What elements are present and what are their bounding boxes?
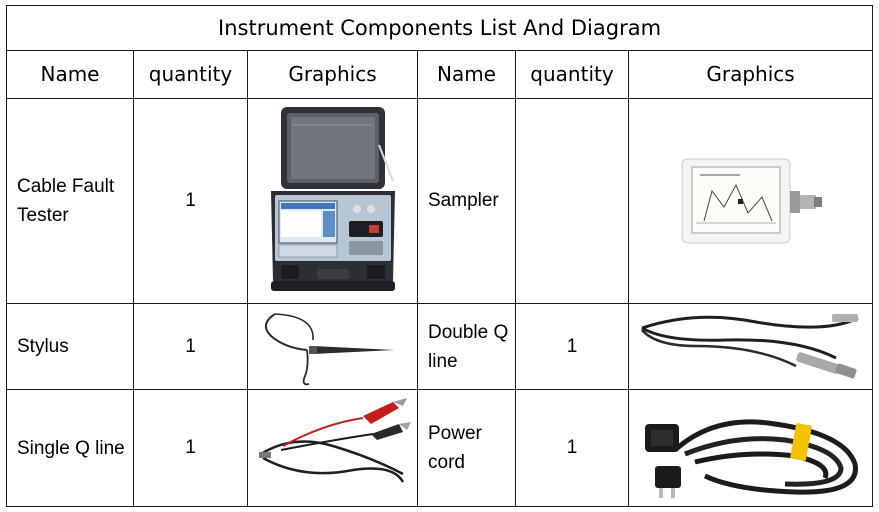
header-row: Name quantity Graphics Name quantity Gra…	[6, 50, 874, 99]
single-q-line-image	[247, 389, 418, 507]
components-table: Instrument Components List And Diagram N…	[5, 4, 874, 507]
item-quantity: 1	[515, 389, 629, 507]
header-name-right: Name	[417, 50, 516, 99]
header-graphics-right: Graphics	[627, 50, 874, 99]
title-row: Instrument Components List And Diagram	[5, 4, 874, 52]
stylus-image	[247, 302, 418, 391]
item-quantity	[515, 97, 629, 304]
item-name: Sampler	[417, 97, 516, 304]
table-row: Single Q line 1 Power cord 1	[6, 389, 874, 507]
item-quantity: 1	[515, 302, 629, 391]
item-name: Stylus	[6, 302, 134, 391]
double-q-line-image	[627, 302, 874, 391]
table-title: Instrument Components List And Diagram	[5, 4, 874, 52]
item-name: Cable Fault Tester	[6, 97, 134, 304]
table-row: Stylus 1 Double Q line 1	[6, 302, 874, 391]
item-quantity: 1	[133, 302, 248, 391]
header-name-left: Name	[6, 50, 134, 99]
cable-fault-tester-image	[247, 97, 418, 304]
item-quantity: 1	[133, 97, 248, 304]
item-name: Single Q line	[6, 389, 134, 507]
table-row: Cable Fault Tester 1	[6, 97, 874, 304]
item-name: Double Q line	[417, 302, 516, 391]
header-quantity-right: quantity	[515, 50, 629, 99]
item-name: Power cord	[417, 389, 516, 507]
power-cord-image	[627, 389, 874, 507]
sampler-image	[627, 97, 874, 304]
header-quantity-left: quantity	[133, 50, 248, 99]
header-graphics-left: Graphics	[247, 50, 418, 99]
item-quantity: 1	[133, 389, 248, 507]
